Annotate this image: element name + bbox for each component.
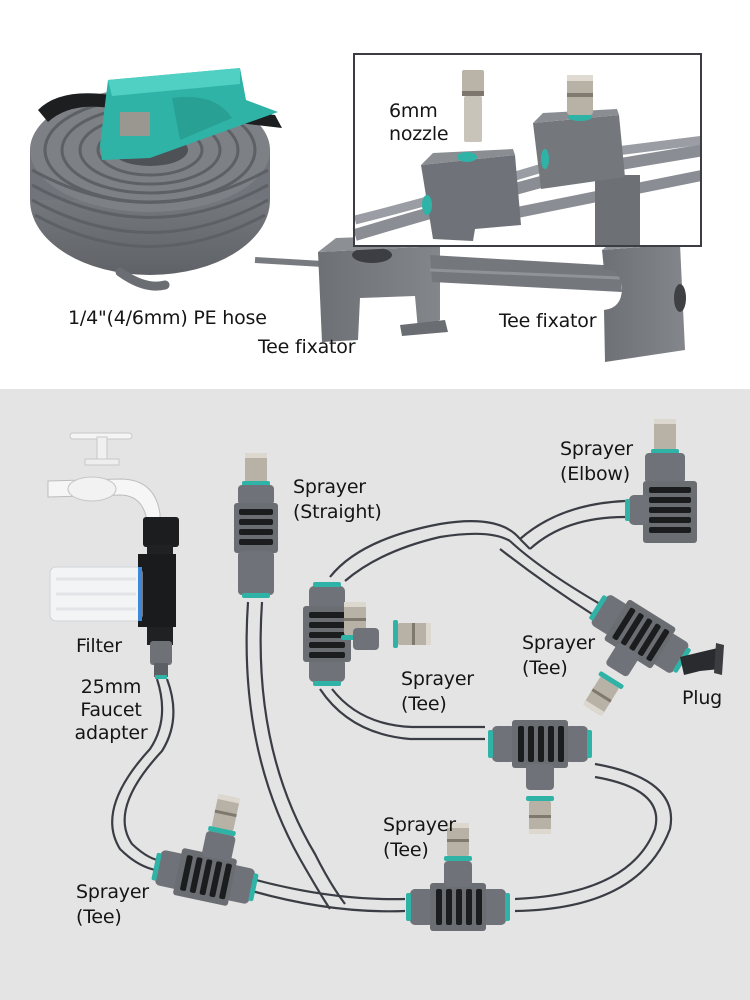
sprayer-tee-right-label-line1: Sprayer: [522, 632, 595, 654]
sprayer-tee-right-label-line2: (Tee): [522, 657, 568, 679]
sprayer-elbow-label-line2: (Elbow): [560, 463, 630, 485]
tee-fixator-left-label: Tee fixator: [258, 336, 356, 358]
sprayer-tee-bottom-center-icon: [406, 823, 510, 931]
plug-label: Plug: [682, 687, 723, 709]
sprayer-tee-bottom-center-label-line2: (Tee): [383, 839, 429, 861]
sprayer-tee-bottom-left-label-line1: Sprayer: [76, 881, 149, 903]
sprayer-tee-upper-left-label-line1: Sprayer: [401, 668, 474, 690]
loose-nozzle-icon: [462, 70, 484, 142]
tee-fixator-right-icon: [602, 236, 686, 362]
sprayer-tee-bottom-center-label-line1: Sprayer: [383, 814, 456, 836]
tee-block-right-icon: [533, 109, 625, 189]
sprayer-tee-bottom-left-label-line2: (Tee): [76, 906, 122, 928]
filter-label: Filter: [76, 635, 122, 657]
sprayer-tee-right-icon: [580, 586, 697, 718]
nozzle-icon: [567, 75, 593, 115]
tee-block-left-icon: [421, 149, 521, 241]
sprayer-tee-bottom-left-icon: [149, 793, 261, 912]
sprayer-straight-icon: [234, 453, 278, 598]
sprayer-tee-upper-left-label-line2: (Tee): [401, 693, 447, 715]
sprayer-elbow-label-line1: Sprayer: [560, 438, 633, 460]
assembly-diagram-panel: Filter 25mm Faucet adapter Sprayer (Stra…: [0, 389, 750, 1000]
tee-fixator-left-icon: [318, 234, 452, 342]
hose-cutter-icon: [100, 68, 278, 160]
plug-icon: [680, 643, 724, 675]
adapter-label-line2: Faucet: [80, 699, 142, 721]
sprayer-tee-upper-left-icon: [303, 582, 379, 686]
components-panel: 6mm nozzle 1/4"(4/6mm) PE hose Tee fixat…: [0, 0, 750, 389]
sprayer-straight-label-line1: Sprayer: [293, 476, 366, 498]
nozzle-detail-illustration: [355, 70, 700, 245]
sprayer-tee-middle-icon: [488, 720, 592, 834]
sprayer-elbow-icon: [625, 419, 697, 543]
tee-fixator-right-label: Tee fixator: [499, 310, 597, 332]
nozzle-label-line1: 6mm: [389, 100, 438, 122]
faucet-adapter-icon: [150, 641, 172, 679]
adapter-label-line3: adapter: [74, 722, 148, 744]
adapter-label-line1: 25mm: [80, 676, 142, 698]
nozzle-detail-inset: 6mm nozzle: [353, 53, 702, 247]
pe-hose-label: 1/4"(4/6mm) PE hose: [68, 307, 267, 329]
sprayer-straight-label-line2: (Straight): [293, 501, 382, 523]
nozzle-icon: [393, 620, 431, 648]
filter-icon: [49, 517, 179, 645]
faucet-icon: [47, 432, 161, 530]
nozzle-label-line2: nozzle: [389, 123, 449, 145]
assembly-diagram: [47, 419, 724, 931]
tubing: [111, 499, 673, 913]
